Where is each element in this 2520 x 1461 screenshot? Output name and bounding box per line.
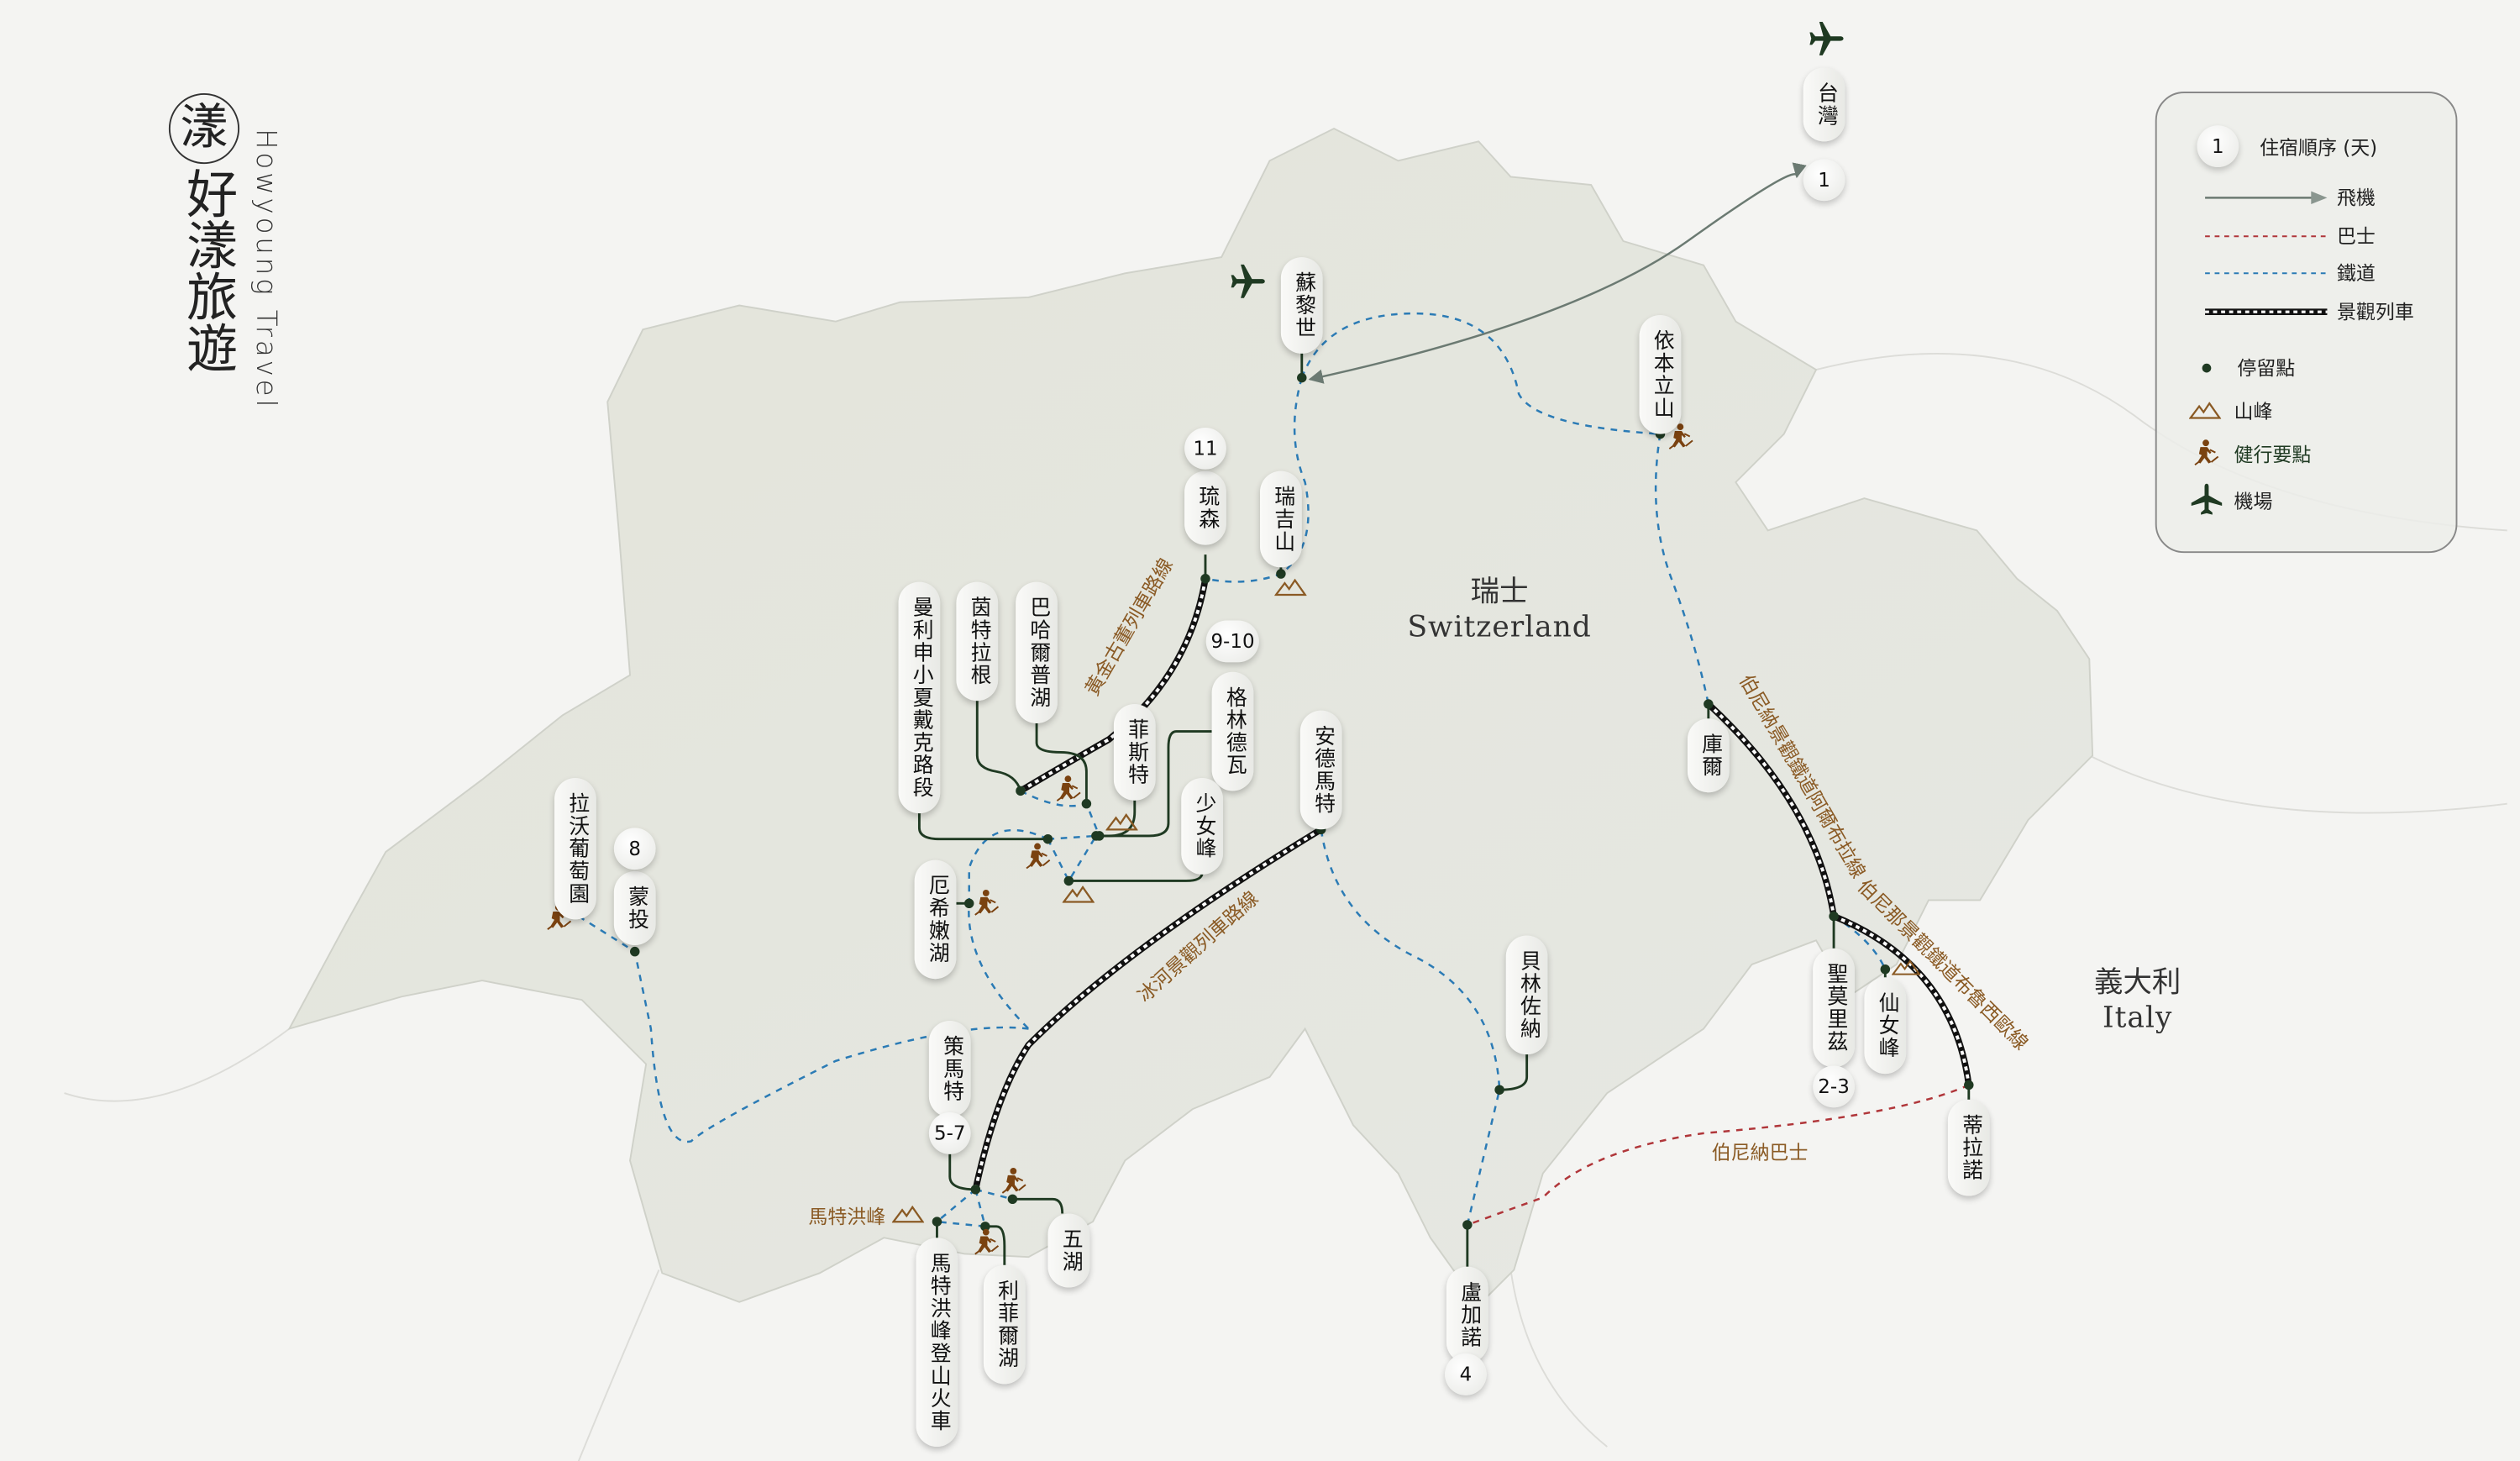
place-gornergrat-railway[interactable]: 馬特洪峰登山火車	[916, 1238, 958, 1447]
place-first[interactable]: 菲斯特	[1113, 704, 1156, 801]
legend-number-sample: 1	[2197, 125, 2239, 167]
country-name-zh: 義大利	[2094, 965, 2181, 1001]
airport-icon	[2191, 483, 2223, 515]
legend-scenic-train-label: 景觀列車	[2336, 300, 2414, 323]
bernina-bus-label: 伯尼納巴士	[1712, 1142, 1809, 1164]
place-lucerne[interactable]: 琉森	[1184, 470, 1226, 545]
place-bellinzona[interactable]: 貝林佐納	[1505, 935, 1548, 1055]
legend-stop-label: 停留點	[2237, 356, 2296, 380]
place-oeschinensee[interactable]: 厄希嫩湖	[914, 859, 957, 980]
legend-peak-label: 山峰	[2234, 400, 2273, 423]
mountain-icon	[2189, 402, 2221, 418]
stay-number-lugano: 4	[1445, 1353, 1487, 1395]
bus-line-icon	[2205, 234, 2328, 237]
hiking-icon	[2194, 439, 2219, 466]
legend-airport-label: 機場	[2234, 489, 2273, 512]
legend-hike: 健行要點	[2189, 439, 2311, 467]
map-legend: 1 住宿順序 (天) 飛機 巴士 鐵道 景觀列車 停留點 山峰 健行要點 機場	[2155, 92, 2458, 554]
scenic-train-line-icon	[2205, 307, 2328, 315]
bus-route	[1467, 1084, 1970, 1227]
place-zermatt[interactable]: 策馬特	[928, 1020, 971, 1117]
place-riffelsee[interactable]: 利菲爾湖	[983, 1264, 1026, 1385]
place-taiwan[interactable]: 台灣	[1803, 67, 1845, 142]
legend-airport: 機場	[2189, 482, 2273, 518]
place-grindelwald[interactable]: 格林德瓦	[1211, 671, 1254, 791]
logo-mark: 漾	[168, 92, 240, 165]
place-five-lakes[interactable]: 五湖	[1047, 1213, 1090, 1288]
stay-number-zermatt: 5-7	[928, 1112, 971, 1154]
place-maennlichen[interactable]: 曼利申小夏戴克路段	[898, 581, 941, 814]
legend-bus-label: 巴士	[2336, 224, 2376, 248]
place-rigi[interactable]: 瑞吉山	[1260, 470, 1302, 568]
place-st-moritz[interactable]: 聖莫里茲	[1813, 948, 1855, 1068]
place-diavolezza[interactable]: 仙女峰	[1864, 977, 1907, 1075]
place-lugano[interactable]: 盧加諾	[1446, 1266, 1488, 1364]
neighbor-border	[64, 352, 2507, 1461]
place-ebenalp[interactable]: 依本立山	[1639, 315, 1682, 434]
stay-number-lucerne: 11	[1184, 427, 1226, 470]
logo-name-zh: 好漾旅遊	[178, 166, 240, 373]
stop-dots	[630, 372, 1974, 1232]
legend-plane: 飛機	[2205, 183, 2376, 211]
stay-number-taiwan: 1	[1803, 159, 1845, 202]
plane-route	[1308, 162, 1807, 384]
stay-number-grindelwald: 9-10	[1205, 620, 1260, 663]
legend-stay-order: 住宿順序 (天)	[2260, 136, 2378, 160]
place-tirano[interactable]: 蒂拉諾	[1947, 1099, 1990, 1196]
legend-hike-label: 健行要點	[2234, 443, 2312, 465]
legend-rail: 鐵道	[2205, 259, 2376, 286]
switzerland-land	[287, 127, 2094, 1307]
place-jungfrau[interactable]: 少女峰	[1181, 778, 1224, 875]
stop-dot-icon	[2202, 362, 2212, 372]
country-label-switzerland: 瑞士 Switzerland	[1407, 569, 1591, 644]
place-bachalpsee[interactable]: 巴哈爾普湖	[1016, 581, 1058, 723]
legend-peak: 山峰	[2189, 397, 2273, 425]
place-andermatt[interactable]: 安德馬特	[1299, 710, 1342, 830]
legend-scenic-train: 景觀列車	[2205, 297, 2414, 325]
stay-number-st-moritz: 2-3	[1813, 1065, 1855, 1108]
rail-line-icon	[2205, 271, 2328, 274]
airport-icon	[1809, 22, 1844, 55]
stay-number-montreux: 8	[613, 828, 656, 870]
legend-plane-label: 飛機	[2336, 186, 2376, 209]
country-name-en: Switzerland	[1407, 611, 1592, 645]
legend-bus: 巴士	[2205, 222, 2376, 250]
place-zurich[interactable]: 蘇黎世	[1280, 257, 1323, 354]
legend-rail-label: 鐵道	[2336, 261, 2376, 285]
place-montreux[interactable]: 蒙投	[613, 871, 656, 946]
country-label-italy: 義大利 Italy	[2094, 959, 2181, 1035]
plane-line-icon	[2205, 190, 2328, 204]
matterhorn-peak-label: 馬特洪峰	[808, 1206, 885, 1228]
place-chur[interactable]: 庫爾	[1687, 718, 1730, 793]
place-interlaken[interactable]: 茵特拉根	[956, 581, 999, 702]
logo-name-en: Howyoung Travel	[249, 129, 281, 411]
place-lavaux[interactable]: 拉沃葡萄園	[554, 778, 596, 920]
country-name-en: Italy	[2103, 1001, 2173, 1036]
country-name-zh: 瑞士	[1470, 575, 1529, 610]
legend-stop: 停留點	[2192, 354, 2295, 381]
